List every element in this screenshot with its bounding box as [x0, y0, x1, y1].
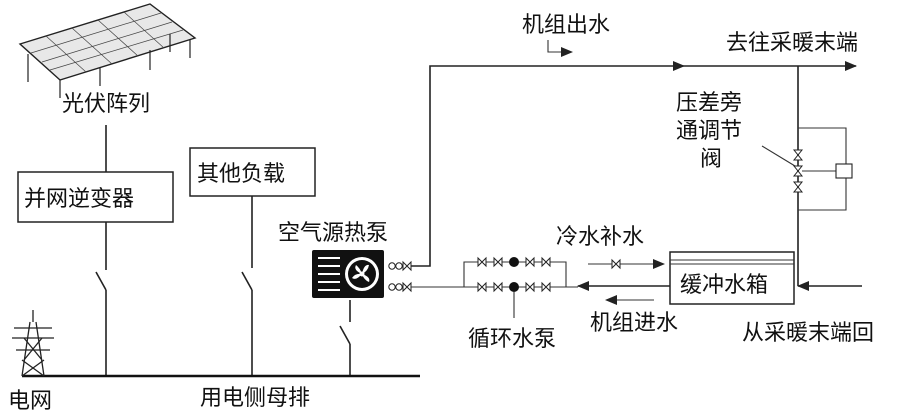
other-load-switch	[241, 196, 253, 376]
other-load-label: 其他负载	[197, 162, 285, 187]
valve-icon	[388, 260, 412, 293]
pump-icon	[477, 256, 551, 293]
bypass-label-1: 压差旁	[676, 91, 742, 116]
solar-panel-icon	[18, 3, 197, 98]
heat-pump-fan-icon	[312, 250, 384, 298]
heat-pump-label: 空气源热泵	[278, 221, 388, 246]
transmission-tower-icon	[12, 310, 54, 377]
outlet-flow-arrow	[547, 40, 573, 57]
busbar-label: 用电侧母排	[200, 386, 310, 411]
supply-pipe	[411, 61, 685, 267]
bypass-label-3: 阀	[700, 147, 722, 172]
unit-outlet-label: 机组出水	[522, 13, 610, 38]
buffer-tank-label: 缓冲水箱	[680, 273, 768, 298]
grid-label: 电网	[8, 389, 52, 414]
bypass-valve	[761, 127, 853, 211]
other-load-box	[189, 147, 316, 197]
circulation-pumps	[411, 256, 578, 318]
makeup-valve	[611, 258, 621, 270]
heat-pump-switch	[339, 300, 351, 376]
from-terminal-label: 从采暖末端回	[742, 321, 874, 346]
pv-array-label: 光伏阵列	[62, 92, 150, 117]
inverter-box	[17, 171, 174, 223]
unit-inlet-label: 机组进水	[590, 311, 678, 336]
bypass-label-2: 通调节	[676, 119, 742, 144]
circ-pump-label: 循环水泵	[468, 327, 556, 352]
inverter-label: 并网逆变器	[24, 187, 134, 212]
buffer-tank	[669, 251, 795, 305]
to-terminal-label: 去往采暖末端	[726, 31, 858, 56]
makeup-water-label: 冷水补水	[556, 225, 644, 250]
inverter-switch	[95, 222, 107, 376]
